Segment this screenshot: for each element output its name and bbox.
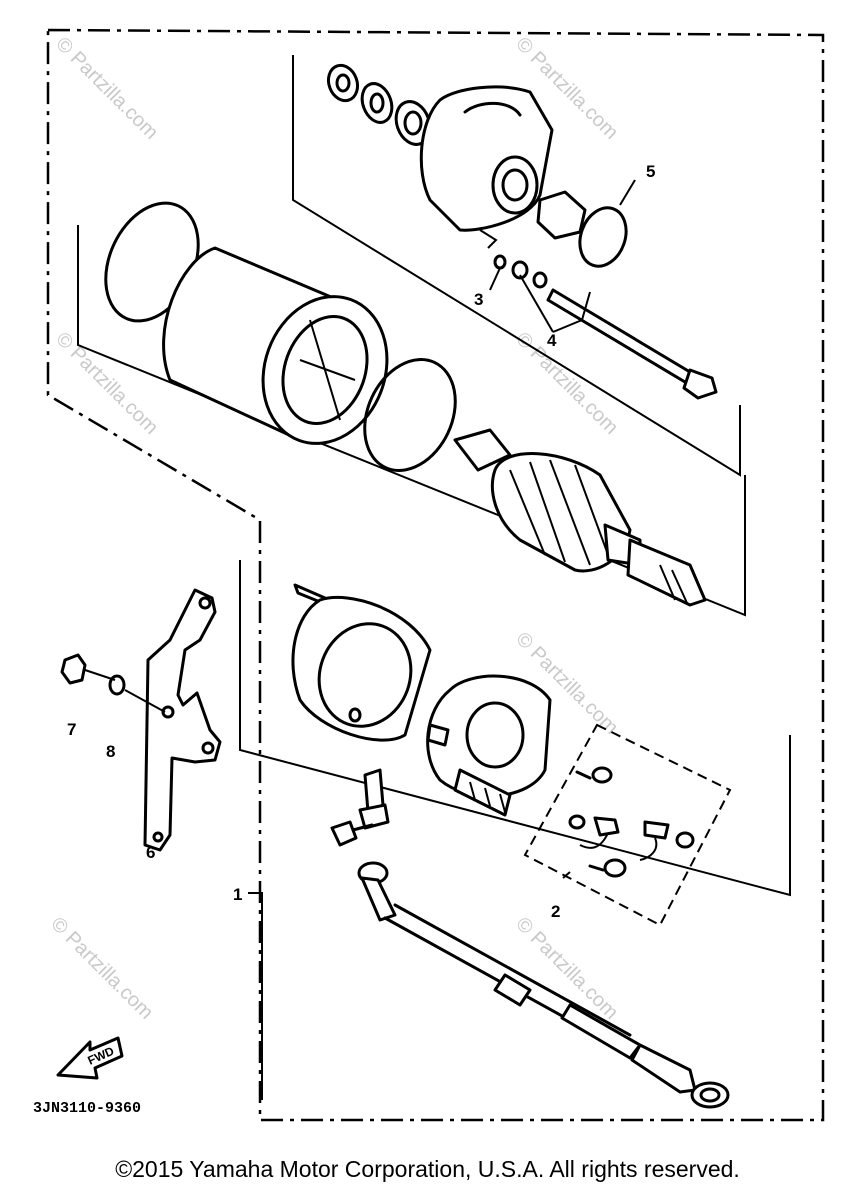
yoke xyxy=(162,246,389,445)
yoke-group-box xyxy=(77,225,746,617)
callout-8: 8 xyxy=(106,742,115,761)
front-cover-group-box xyxy=(239,560,791,897)
rear-cover-group-box xyxy=(292,55,741,477)
terminal-group xyxy=(330,768,390,847)
watermark: © Partzilla.com xyxy=(51,328,162,439)
watermark: © Partzilla.com xyxy=(46,913,157,1024)
copyright-notice: ©2015 Yamaha Motor Corporation, U.S.A. A… xyxy=(115,1156,740,1182)
callout-5: 5 xyxy=(646,162,655,181)
middle-o-ring xyxy=(363,358,457,472)
brush-set-parts xyxy=(568,766,695,878)
callout-6: 6 xyxy=(146,843,155,862)
callout-1: 1 xyxy=(233,885,242,904)
lead-wire xyxy=(357,861,730,1109)
rear-cover-group xyxy=(326,63,628,268)
rear-screw-group xyxy=(493,254,718,400)
assembly-boundary xyxy=(46,28,825,1122)
part-code: 3JN3110-9360 xyxy=(33,1100,141,1117)
brush-holder xyxy=(426,674,552,817)
stay-bracket xyxy=(143,588,222,852)
callout-4: 4 xyxy=(547,331,557,350)
part-1-bracket xyxy=(248,892,263,1100)
brush-set-box xyxy=(523,723,732,927)
callout-7: 7 xyxy=(67,720,76,739)
leader-lines xyxy=(489,179,636,879)
fwd-arrow: FWD xyxy=(56,1036,124,1080)
callout-2: 2 xyxy=(551,902,560,921)
watermark: © Partzilla.com xyxy=(51,33,162,144)
front-cover xyxy=(291,583,432,742)
callout-3: 3 xyxy=(474,290,483,309)
armature xyxy=(453,428,707,607)
bolt-and-washer xyxy=(60,653,166,713)
